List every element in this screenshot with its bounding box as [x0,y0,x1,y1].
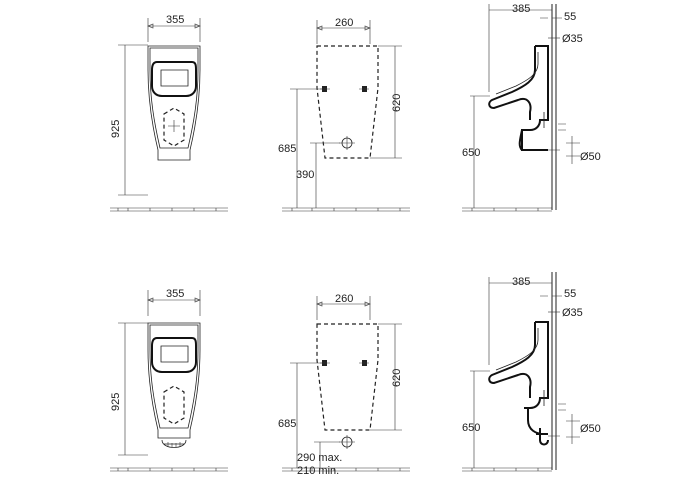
row2-side-rim-height-label: 650 [462,422,480,434]
row1-front-height-label: 925 [110,120,122,138]
row2-front-height-label: 925 [110,393,122,411]
row2-back-width-label: 260 [335,293,353,305]
row2-side-inlet-label: Ø35 [562,307,583,319]
row2-side-wall-label: 55 [564,288,576,300]
row2-back-outlet-min-label: 210 min. [297,465,339,477]
row2-front-width-label: 355 [166,288,184,300]
row1-back-height-label: 620 [391,94,403,112]
row2-side-view: 385 55 Ø35 650 Ø50 [462,272,601,472]
row1-back-fix-height-label: 685 [278,143,296,155]
row2-back-view: 260 620 685 290 max. 210 min. [278,293,410,477]
row2-back-outlet-max-label: 290 max. [297,452,342,464]
row1-side-depth-label: 385 [512,3,530,15]
row2-front-view: 355 925 [110,288,228,472]
row2-side-depth-label: 385 [512,276,530,288]
row1-side-rim-height-label: 650 [462,147,480,159]
row2-back-fix-height-label: 685 [278,418,296,430]
row1-side-outlet-label: Ø50 [580,151,601,163]
row1-back-view: 260 620 685 390 [278,17,410,212]
row1-front-view: 355 925 [110,14,228,212]
row1-side-wall-label: 55 [564,11,576,23]
row1-front-width-label: 355 [166,14,184,26]
row1-side-view: 385 55 Ø35 650 Ø50 [462,3,601,212]
row2-back-height-label: 620 [391,369,403,387]
row1-back-outlet-height-label: 390 [296,169,314,181]
row1-side-inlet-label: Ø35 [562,33,583,45]
row2-side-outlet-label: Ø50 [580,423,601,435]
row1-back-width-label: 260 [335,17,353,29]
